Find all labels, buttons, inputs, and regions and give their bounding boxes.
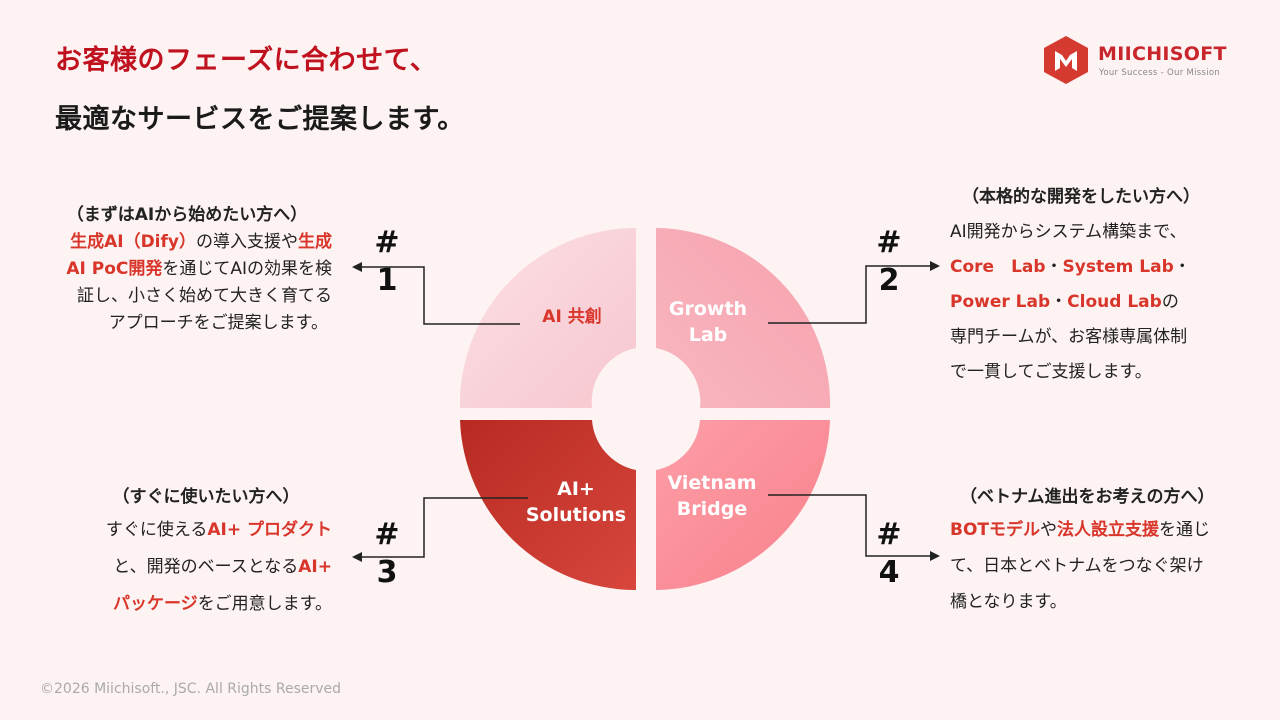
block-1-line1: 生成AI（Dify）の導入支援や生成 [32,229,332,256]
block-3-line2: と、開発のベースとなるAI+ [40,549,332,586]
marker-3: # 3 [372,516,402,592]
block-1-line2: AI PoC開発を通じてAIの効果を検 [32,256,332,283]
connector-2 [768,265,930,324]
quadrant-1-ai-kyoso [459,227,636,408]
quadrant-4-label-line1: Vietnam [667,472,757,494]
block-3-highlight-ai-plus: AI+ [298,557,332,577]
block-2: （本格的な開発をしたい方へ） AI開発からシステム構築まで、 Core Lab・… [950,180,1270,390]
marker-4-hash: # [876,517,902,552]
marker-4-number: 4 [878,555,900,590]
block-1-text1: の導入支援や [196,232,298,252]
block-2-highlight-cloud-lab: Cloud Lab [1067,292,1162,312]
block-4-line2: て、日本とベトナムをつなぐ架け [950,556,1204,576]
block-3-text1: すぐに使える [105,520,208,540]
connector-4 [768,494,930,557]
marker-2-hash: # [876,225,902,260]
block-3-text3: をご用意します。 [197,594,332,614]
block-1-highlight-poc: AI PoC開発 [66,259,163,279]
block-1-text2: を通じてAIの効果を検 [162,259,332,279]
marker-1: # 1 [372,224,402,300]
arrow-1 [352,262,362,272]
block-1: （まずはAIから始めたい方へ） 生成AI（Dify）の導入支援や生成 AI Po… [32,202,332,337]
block-4-highlight-bot: BOTモデル [950,520,1041,540]
quadrant-4-label: Vietnam Bridge [654,470,770,522]
block-2-line5: で一貫してご支援します。 [950,362,1152,382]
marker-1-hash: # [374,225,400,260]
block-2-sep2: ・ [1173,257,1191,277]
page-title-line1: お客様のフェーズに合わせて、 [55,45,438,76]
block-2-highlight-power-lab: Power Lab [950,292,1051,312]
block-1-heading: （まずはAIから始めたい方へ） [66,205,308,225]
marker-2: # 2 [874,224,904,300]
logo-name: MIICHISOFT [1098,43,1227,65]
quadrant-2-label: Growth Lab [650,296,766,348]
quadrant-1-label: AI 共創 [542,307,602,327]
block-2-sep1: ・ [1045,257,1063,277]
quadrant-3-ai-solutions [460,420,636,590]
block-2-line2: Core Lab・System Lab・ [950,250,1270,285]
quadrant-3-label-line2: Solutions [525,504,627,526]
arrow-2 [930,261,940,271]
quadrant-2-label-line2: Lab [688,324,728,346]
block-3-line3: パッケージをご用意します。 [40,586,332,623]
quadrant-4-label-line2: Bridge [676,498,748,520]
marker-3-number: 3 [376,555,398,590]
block-3-highlight-ai-product: AI+ プロダクト [207,520,332,540]
connector-1 [362,266,520,325]
block-4-heading: （ベトナム進出をお考えの方へ） [960,487,1215,507]
block-4-line3: 橋となります。 [950,592,1067,612]
marker-4: # 4 [874,516,904,592]
block-3-highlight-package: パッケージ [113,594,198,614]
marker-2-number: 2 [878,263,900,298]
block-1-highlight-seisei: 生成 [298,232,332,252]
quadrant-3-label-line1: AI+ [557,478,595,500]
arrow-4 [930,551,940,561]
quadrant-2-growth-lab [656,228,831,408]
logo-tagline: Your Success - Our Mission [1099,68,1221,78]
block-4: （ベトナム進出をお考えの方へ） BOTモデルや法人設立支援を通じ て、日本とベト… [950,482,1270,620]
block-3-text2: と、開発のベースとなる [113,557,299,577]
quadrant-3-label: AI+ Solutions [516,476,636,528]
connector-3 [362,497,528,558]
block-2-line1: AI開発からシステム構築まで、 [950,222,1187,242]
block-2-line3: Power Lab・Cloud Labの [950,285,1270,320]
block-4-text1: や [1040,520,1058,540]
block-2-heading: （本格的な開発をしたい方へ） [962,187,1200,207]
block-2-highlight-system-lab: System Lab [1062,257,1174,277]
quadrant-2-label-line1: Growth [668,298,748,320]
marker-1-number: 1 [376,263,398,298]
logo-mark-icon [1044,36,1088,84]
arrow-3 [352,552,362,562]
block-2-text2: の [1161,292,1179,312]
copyright-footer: ©2026 Miichisoft., JSC. All Rights Reser… [40,681,342,697]
block-4-line1: BOTモデルや法人設立支援を通じ [950,512,1270,548]
block-4-text2: を通じ [1159,520,1211,540]
block-1-highlight-dify: 生成AI（Dify） [70,232,196,252]
block-2-highlight-core-lab: Core Lab [950,257,1046,277]
company-logo: MIICHISOFT Your Success - Our Mission [1040,34,1240,84]
block-2-sep3: ・ [1050,292,1068,312]
block-3-heading: （すぐに使いたい方へ） [112,487,300,507]
marker-3-hash: # [374,517,400,552]
block-2-line4: 専門チームが、お客様専属体制 [950,327,1188,347]
block-1-line4: アプローチをご提案します。 [108,313,328,333]
block-3: （すぐに使いたい方へ） すぐに使えるAI+ プロダクト と、開発のベースとなるA… [40,482,332,623]
block-1-line3: 証し、小さく始めて大きく育てる [77,286,332,306]
quadrant-4-vietnam-bridge [656,420,830,590]
block-4-highlight-corp-setup: 法人設立支援 [1057,520,1160,540]
block-3-line1: すぐに使えるAI+ プロダクト [40,512,332,549]
page-title-line2: 最適なサービスをご提案します。 [55,104,465,135]
